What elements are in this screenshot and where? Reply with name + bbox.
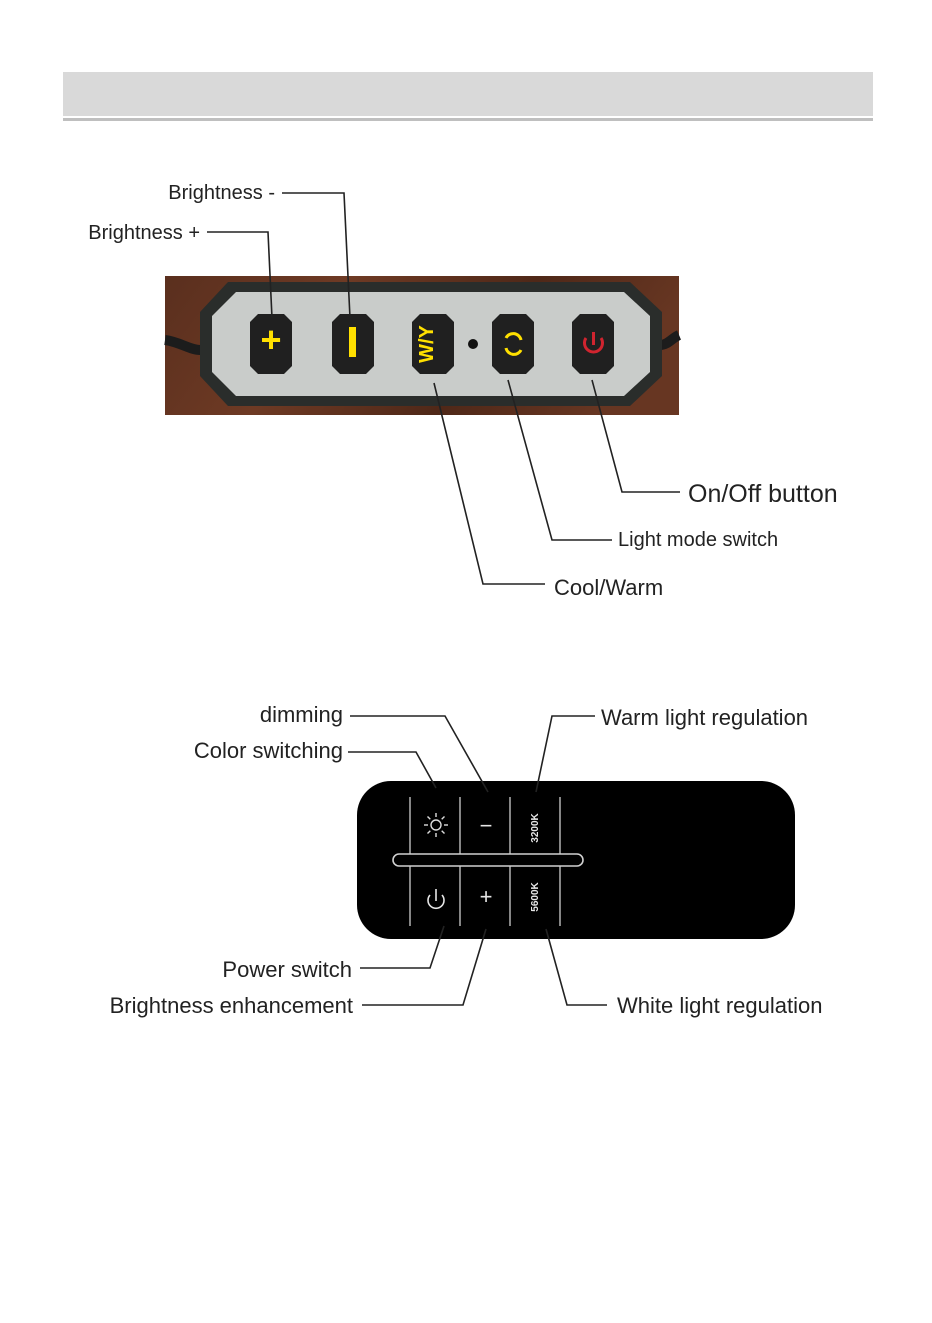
button-cool-warm[interactable]: W/Y: [412, 314, 454, 374]
key-dimming[interactable]: −: [462, 799, 508, 851]
key-color-switching[interactable]: [412, 799, 458, 851]
key-white-light[interactable]: 5600K: [512, 869, 558, 925]
label-brightness-enhancement: Brightness enhancement: [110, 993, 353, 1018]
label-dimming: dimming: [260, 702, 343, 727]
label-cool-warm: Cool/Warm: [554, 575, 663, 600]
indicator-dot: [468, 339, 478, 349]
key-power-switch[interactable]: [412, 869, 458, 925]
key-brightness-plus[interactable]: +: [462, 869, 508, 925]
plus-icon: +: [260, 319, 281, 360]
button-brightness-plus[interactable]: +: [250, 314, 292, 374]
label-brightness-plus: Brightness +: [88, 222, 200, 244]
label-power-switch: Power switch: [222, 957, 352, 982]
plus-icon: +: [480, 884, 493, 909]
label-on-off-button: On/Off button: [688, 480, 838, 508]
temp-3200k-label: 3200K: [530, 812, 541, 842]
label-light-mode-switch: Light mode switch: [618, 529, 778, 551]
wy-text-icon: W/Y: [416, 324, 438, 362]
touch-slider-bar: [393, 854, 583, 866]
label-warm-light-regulation: Warm light regulation: [601, 705, 808, 730]
minus-icon: [349, 327, 356, 357]
key-warm-light[interactable]: 3200K: [512, 799, 558, 851]
button-light-mode[interactable]: [492, 314, 534, 374]
button-on-off[interactable]: [572, 314, 614, 374]
button-brightness-minus[interactable]: [332, 314, 374, 374]
label-color-switching: Color switching: [194, 738, 343, 763]
minus-icon: −: [480, 813, 493, 838]
label-white-light-regulation: White light regulation: [617, 993, 822, 1018]
temp-5600k-label: 5600K: [530, 881, 541, 911]
label-brightness-minus: Brightness -: [168, 182, 275, 204]
